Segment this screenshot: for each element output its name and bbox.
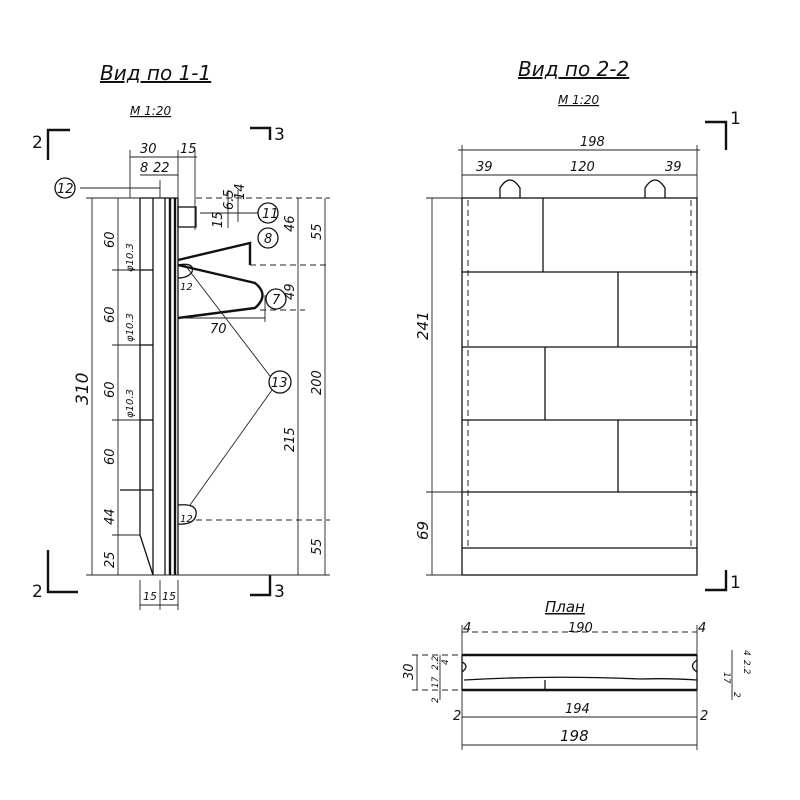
dim-label: 198: [560, 727, 589, 745]
plan-dimensions: 4 190 4 30 4 2.2 17 2 4 2.2 17 2 194 2 2…: [402, 621, 751, 750]
left-view-scale: М 1:20: [130, 104, 171, 118]
section-mark: 2: [32, 133, 43, 153]
dim-label: 200: [310, 370, 325, 395]
right-view-scale: М 1:20: [558, 93, 599, 107]
dim-label: 4: [698, 621, 706, 636]
dim-label: 15: [143, 590, 157, 603]
callout-label: 11: [262, 207, 279, 222]
section-mark: 1: [730, 109, 741, 129]
callout-label: 7: [272, 293, 281, 308]
dim-label: 2: [431, 697, 441, 703]
callout-12: [54, 177, 76, 199]
dim-label: 198: [580, 135, 605, 150]
callout-label: 8: [264, 232, 272, 247]
dim-label: 69: [414, 521, 432, 540]
rebar-label: φ10.3: [125, 389, 136, 418]
dim-label: 39: [476, 160, 493, 175]
dim-label: 12: [180, 514, 193, 525]
section-mark-line: [705, 570, 728, 592]
lifting-loop: [499, 179, 521, 198]
section-mark: 1: [730, 573, 741, 593]
panel-section: [120, 197, 264, 576]
dim-label: 15: [180, 142, 197, 157]
right-view-title: Вид по 2-2: [518, 57, 629, 81]
dim-label: 25: [103, 551, 118, 568]
right-view-dimensions: 198 39 120 39 241 69: [414, 135, 700, 576]
section-mark-line: [46, 550, 78, 594]
dim-label: 194: [565, 702, 590, 717]
dim-label: 30: [402, 663, 417, 680]
top-dimensions: 30 15 8 22 15 6.5 14: [80, 142, 248, 230]
dim-label: 46: [283, 215, 298, 232]
dim-label: 2.2: [741, 660, 751, 675]
right-view: Вид по 2-2 М 1:20 1 1 198: [414, 57, 741, 593]
dim-label: 190: [568, 621, 593, 636]
dim-label: 60: [103, 231, 118, 248]
dim-label: 4: [741, 650, 751, 656]
dim-label: 215: [283, 427, 298, 452]
dim-label: 14: [233, 183, 248, 200]
dim-label: 39: [665, 160, 682, 175]
dim-label: 22: [153, 161, 170, 176]
dim-label: 17: [431, 676, 441, 688]
callout-11: [257, 202, 279, 224]
panel-face: [461, 179, 698, 576]
plan-view: План 4 190 4 30 4 2.2 17 2: [402, 598, 751, 750]
callout-label: 12: [57, 182, 74, 197]
left-view-title: Вид по 1-1: [100, 61, 211, 85]
dim-label: 60: [103, 381, 118, 398]
section-mark: 3: [274, 125, 285, 145]
dim-label: 70: [210, 322, 227, 337]
dim-label: 15: [162, 590, 176, 603]
dim-label: 8: [140, 161, 148, 176]
plan-title: План: [545, 598, 585, 616]
dim-label: 15: [211, 211, 226, 228]
rebar-label: φ10.3: [125, 313, 136, 342]
callout-7: [265, 288, 287, 310]
rebar-label: φ10.3: [125, 243, 136, 272]
dim-label: 310: [73, 373, 93, 405]
left-dimensions: 310 60 60 60 60 44 25 φ10.3 φ10.3 φ10.3: [73, 197, 165, 576]
dim-label: 60: [103, 306, 118, 323]
dim-label: 30: [140, 142, 157, 157]
section-mark-line: [250, 126, 272, 140]
section-mark-line: [46, 128, 70, 160]
dim-label: 12: [180, 282, 193, 293]
callout-8: [257, 227, 279, 249]
dim-label: 55: [310, 538, 325, 555]
callouts: 12 11 8 7 13: [54, 177, 292, 506]
dim-label: 2: [700, 709, 708, 724]
dim-label: 241: [414, 311, 432, 340]
dim-label: 17: [721, 672, 731, 684]
dim-label: 4: [463, 621, 471, 636]
right-dimensions: 46 49 215 55 200 55 70 12 12: [165, 197, 330, 576]
section-mark: 3: [274, 582, 285, 602]
section-mark: 2: [32, 582, 43, 602]
dim-label: 2: [453, 709, 461, 724]
section-mark-line: [705, 120, 728, 150]
dim-label: 120: [570, 160, 595, 175]
section-mark-line: [250, 575, 272, 597]
dim-label: 55: [310, 223, 325, 240]
callout-13: [268, 370, 292, 394]
dim-label: 2.2: [431, 655, 441, 670]
left-view: Вид по 1-1 М 1:20 2 3 2 3: [32, 61, 330, 610]
lifting-loop: [644, 179, 666, 198]
bottom-dimensions: 15 15: [139, 580, 179, 610]
dim-label: 6.5: [222, 189, 237, 210]
callout-label: 13: [271, 376, 288, 391]
plan-outline: [461, 653, 698, 692]
dim-label: 49: [283, 283, 298, 300]
dim-label: 44: [103, 508, 118, 525]
dim-label: 2: [731, 692, 741, 698]
dim-label: 4: [441, 659, 451, 665]
dim-label: 60: [103, 448, 118, 465]
